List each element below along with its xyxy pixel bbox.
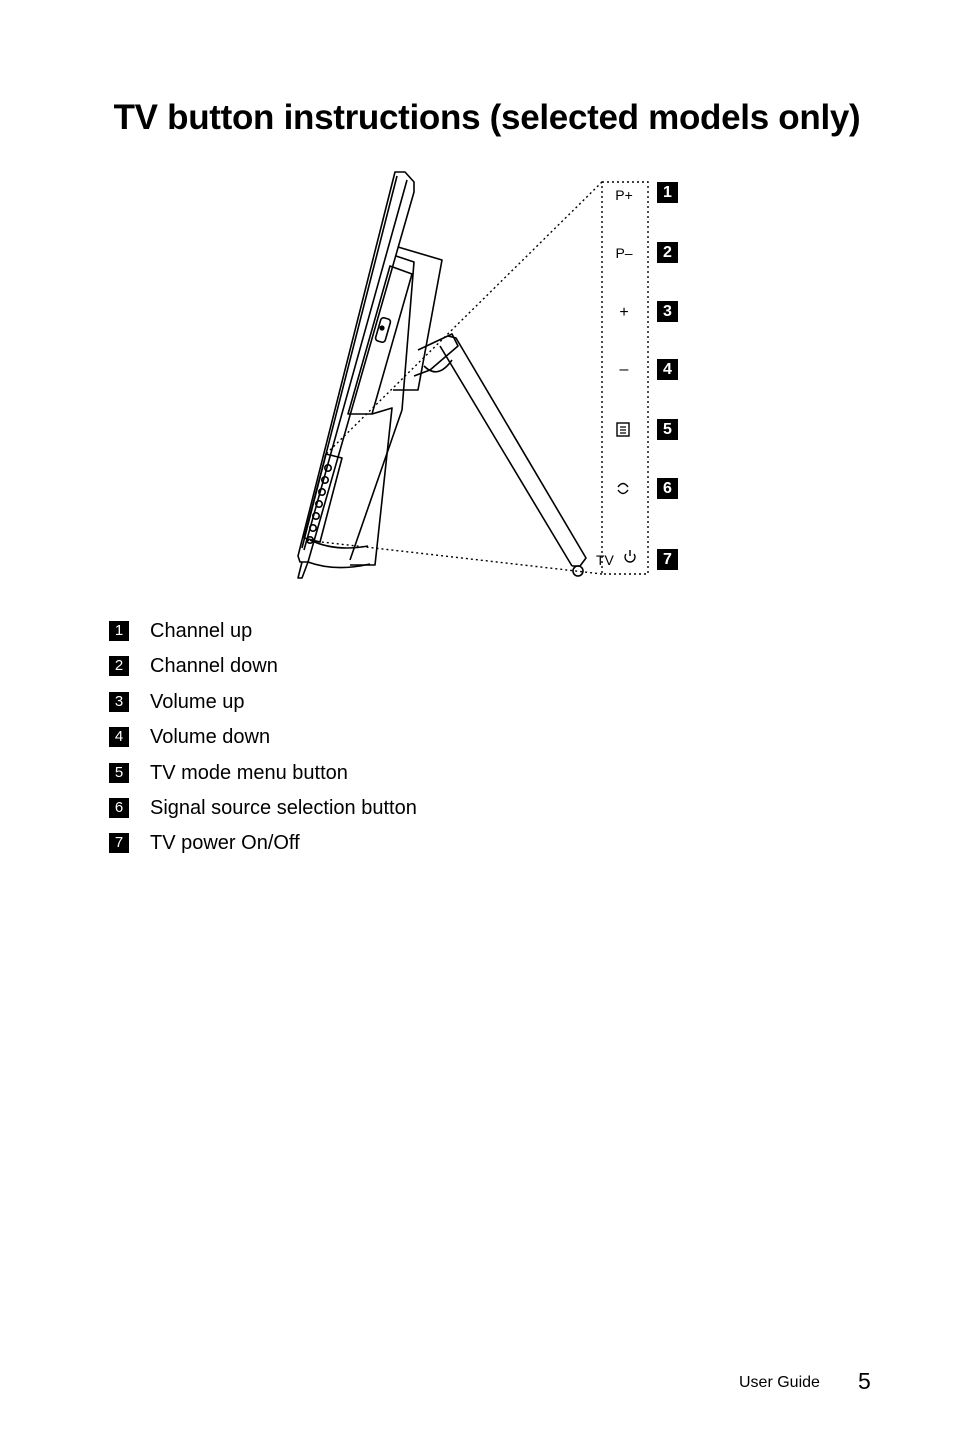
legend-number: 2 [109, 656, 129, 677]
list-item: 2 Channel down [109, 653, 417, 688]
list-item: 7 TV power On/Off [109, 830, 417, 865]
callout-label-channel-down: P– [615, 245, 633, 261]
footer-label: User Guide [739, 1374, 820, 1391]
legend-text: Channel up [150, 620, 253, 642]
callout-label-tv: TV [596, 552, 614, 568]
callout-label-channel-up: P+ [615, 187, 633, 203]
callout-badge-7: 7 [657, 549, 678, 570]
callout-badge-3: 3 [657, 301, 678, 322]
list-item: 1 Channel up [109, 618, 417, 653]
legend-number: 1 [109, 621, 129, 641]
page-title: TV button instructions (selected models … [113, 98, 861, 137]
all-in-one-side-illustration [297, 171, 649, 579]
legend-number: 6 [109, 797, 129, 818]
source-cycle-icon [617, 482, 629, 495]
minus-icon: – [619, 361, 629, 378]
page-number: 5 [858, 1368, 871, 1394]
legend-text: TV power On/Off [150, 832, 300, 855]
list-item: 6 Signal source selection button [109, 795, 417, 830]
legend-number: 4 [109, 727, 129, 748]
legend-number: 3 [109, 691, 129, 712]
legend-text: TV mode menu button [150, 761, 348, 784]
callout-badge-5: 5 [657, 419, 678, 440]
button-legend: 1 Channel up 2 Channel down 3 Volume up … [109, 618, 417, 866]
list-item: 3 Volume up [109, 689, 417, 724]
list-item: 4 Volume down [109, 724, 417, 759]
legend-text: Signal source selection button [150, 796, 417, 819]
legend-text: Volume down [150, 726, 271, 749]
callout-icons [616, 422, 636, 563]
callout-badge-1: 1 [657, 182, 678, 203]
legend-number: 5 [109, 762, 129, 783]
legend-text: Channel down [150, 655, 278, 678]
plus-icon: + [619, 304, 629, 321]
list-item: 5 TV mode menu button [109, 760, 417, 795]
callout-badge-2: 2 [657, 242, 678, 263]
callout-badge-6: 6 [657, 478, 678, 499]
menu-icon [616, 422, 630, 437]
power-icon [624, 550, 636, 563]
legend-text: Volume up [150, 690, 245, 713]
device-side-view-figure: P+ P– + – TV 1 2 3 4 5 6 7 [290, 170, 690, 590]
legend-number: 7 [109, 833, 129, 854]
callout-badge-4: 4 [657, 359, 678, 380]
